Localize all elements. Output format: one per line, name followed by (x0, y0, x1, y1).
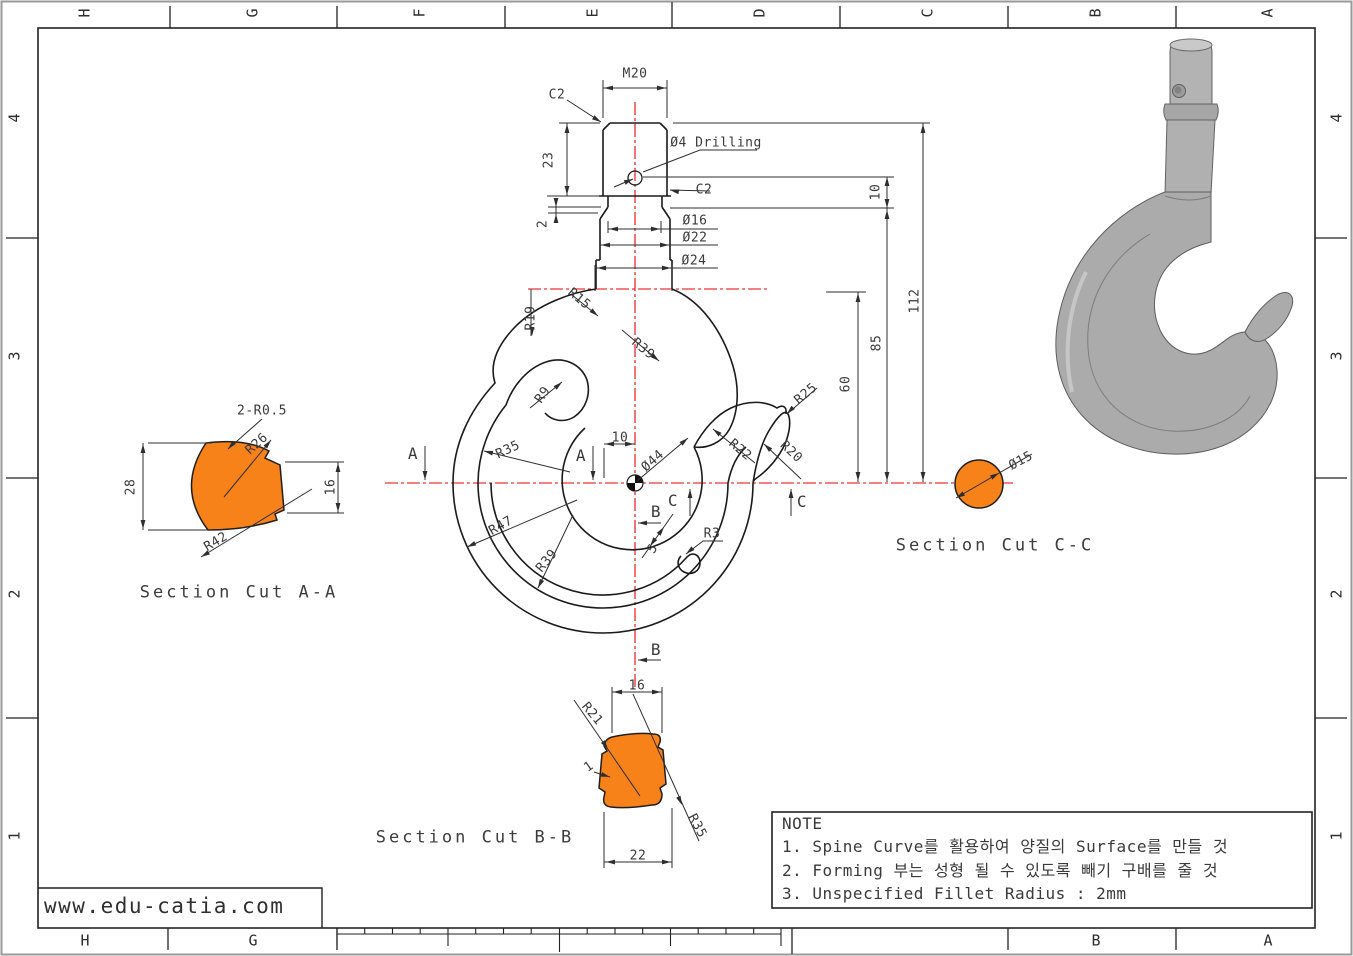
grid-row-left-2: 2 (5, 589, 24, 599)
grid-col-top-a: A (1258, 8, 1277, 18)
dim-r19: R19 (523, 305, 539, 331)
centerlines (385, 102, 1013, 690)
grid-row-right-1: 1 (1327, 831, 1346, 841)
dim-16-a: 16 (323, 478, 339, 496)
section-arrow-a1: A (407, 444, 419, 463)
grid-col-bottom-a: A (1263, 931, 1273, 950)
section-arrow-b2: B (650, 640, 662, 659)
hook-3d-render (1055, 38, 1294, 455)
dim-60: 60 (838, 375, 854, 393)
grid-col-bottom-g: G (248, 931, 258, 950)
dim-dia16: Ø16 (682, 213, 708, 229)
caption-section-b: Section Cut B-B (375, 827, 575, 848)
dim-dia22: Ø22 (682, 230, 708, 246)
caption-section-a: Section Cut A-A (139, 582, 339, 603)
note-line-3: 3. Unspecified Fillet Radius : 2mm (782, 884, 1127, 903)
grid-row-left-3: 3 (5, 351, 24, 361)
grid-col-top-b: B (1086, 8, 1105, 18)
dim-23: 23 (541, 151, 557, 169)
grid-col-bottom-b: B (1091, 931, 1101, 950)
note-line-1: 1. Spine Curve를 활용하여 양질의 Surface를 만들 것 (782, 837, 1229, 856)
section-c-shape (954, 459, 1004, 509)
section-cuts (190, 440, 1004, 809)
grid-col-top-f: F (410, 8, 429, 18)
grid-col-top-d: D (750, 8, 769, 18)
website-link: www.edu-catia.com (44, 894, 285, 918)
dim-10-right: 10 (868, 183, 884, 201)
dim-dia24: Ø24 (681, 253, 707, 269)
section-arrow-a2: A (575, 446, 587, 465)
section-a-shape (190, 440, 285, 531)
section-b-shape (598, 732, 667, 809)
grid-row-left-4: 4 (5, 113, 24, 123)
dim-r3: R3 (703, 526, 721, 542)
dim-22: 22 (629, 848, 647, 864)
section-arrow-b1: B (650, 502, 662, 521)
grid-col-top-e: E (583, 8, 602, 18)
dim-85: 85 (869, 334, 885, 352)
caption-section-c: Section Cut C-C (895, 535, 1095, 556)
dim-28: 28 (123, 478, 139, 496)
grid-row-right-2: 2 (1327, 589, 1346, 599)
note-box (771, 811, 1313, 909)
dim-drill: Ø4 Drilling (670, 135, 762, 151)
dim-2: 2 (535, 219, 551, 229)
dim-c2-right: C2 (695, 182, 713, 198)
grid-row-right-3: 3 (1327, 351, 1346, 361)
dim-m20: M20 (622, 66, 648, 82)
dim-c2-left: C2 (548, 87, 566, 103)
grid-col-top-g: G (243, 8, 262, 18)
section-arrow-c2: C (796, 492, 808, 511)
grid-col-top-c: C (918, 8, 937, 18)
dim-112: 112 (907, 288, 923, 314)
dim-16-b: 16 (628, 678, 646, 694)
grid-col-bottom-h: H (80, 931, 90, 950)
note-line-2: 2. Forming 부는 성형 될 수 있도록 빼기 구배를 줄 것 (782, 861, 1219, 880)
grid-row-right-4: 4 (1327, 113, 1346, 123)
note-title: NOTE (782, 814, 823, 833)
grid-row-left-1: 1 (5, 831, 24, 841)
hook-profile (452, 122, 791, 634)
dim-2-r05: 2-R0.5 (237, 403, 287, 419)
grid-col-top-h: H (75, 8, 94, 18)
section-arrow-c1: C (667, 491, 679, 510)
dim-10-offset: 10 (611, 430, 629, 446)
